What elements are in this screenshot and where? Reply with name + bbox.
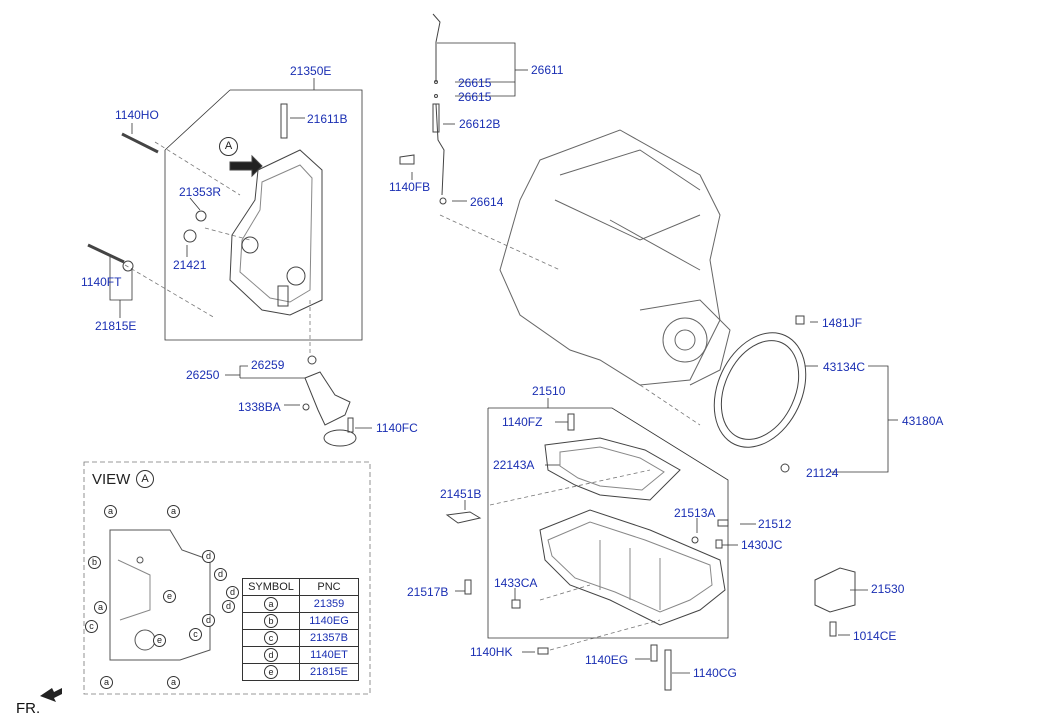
oil-strainer-shape [302, 355, 357, 447]
label-26615-lower[interactable]: 26615 [458, 90, 492, 104]
label-1140CG[interactable]: 1140CG [693, 666, 737, 680]
table-row: e 21815E [242, 663, 359, 681]
view-marker-d: d [202, 614, 215, 627]
bolt-1140HO-shape [121, 132, 159, 154]
seal-21421-shape [183, 229, 197, 243]
view-marker-a: a [104, 505, 117, 518]
label-1140FZ[interactable]: 1140FZ [502, 415, 543, 429]
label-1481JF[interactable]: 1481JF [822, 316, 863, 330]
label-21815E[interactable]: 21815E [95, 319, 137, 333]
front-direction-arrow-icon [40, 688, 62, 702]
label-43134C[interactable]: 43134C [823, 360, 866, 374]
cover-box-outline [164, 89, 363, 341]
label-21421[interactable]: 21421 [173, 258, 207, 272]
pnc-header: PNC [299, 578, 359, 596]
rear-seal-gasket-shape [713, 332, 807, 448]
symbol-cell: e [264, 665, 278, 679]
label-21451B[interactable]: 21451B [440, 487, 482, 501]
view-marker-e: e [163, 590, 176, 603]
label-21512[interactable]: 21512 [758, 517, 792, 531]
table-row: c 21357B [242, 629, 359, 647]
view-marker-d: d [202, 550, 215, 563]
label-26250[interactable]: 26250 [186, 368, 220, 382]
view-letter-circle: A [136, 470, 154, 488]
view-marker-d: d [222, 600, 235, 613]
view-title: VIEW [92, 471, 131, 488]
oil-pan-shape [539, 509, 726, 626]
symbol-header: SYMBOL [242, 578, 300, 596]
seal-21353R-shape [195, 210, 207, 222]
timing-cover-shape [229, 149, 323, 316]
table-row: a 21359 [242, 595, 359, 613]
label-1014CE[interactable]: 1014CE [853, 629, 897, 643]
symbol-cell: d [264, 648, 278, 662]
label-21510[interactable]: 21510 [532, 384, 566, 398]
view-marker-e: e [153, 634, 166, 647]
cover-21530-shape [814, 567, 856, 613]
label-21124[interactable]: 21124 [806, 466, 839, 480]
label-21517B[interactable]: 21517B [407, 585, 449, 599]
label-1140FC[interactable]: 1140FC [376, 421, 418, 435]
view-a-marker: A [219, 137, 238, 156]
label-1140FT[interactable]: 1140FT [81, 275, 122, 289]
label-21611B[interactable]: 21611B [307, 112, 348, 126]
label-26611[interactable]: 26611 [531, 63, 564, 77]
engine-block-shape [499, 129, 731, 386]
dipstick-shape [399, 13, 447, 205]
pnc-cell[interactable]: 1140EG [299, 612, 359, 630]
pin-21611B-shape [280, 103, 288, 139]
view-marker-c: c [85, 620, 98, 633]
label-1433CA[interactable]: 1433CA [494, 576, 538, 590]
symbol-cell: c [264, 631, 278, 645]
view-a-cover-outline [109, 529, 211, 661]
label-21513A[interactable]: 21513A [674, 506, 716, 520]
view-direction-arrow-icon [229, 154, 263, 178]
label-21350E[interactable]: 21350E [290, 64, 332, 78]
table-row: d 1140ET [242, 646, 359, 664]
label-1140FB[interactable]: 1140FB [389, 180, 431, 194]
label-1430JC[interactable]: 1430JC [741, 538, 783, 552]
pnc-cell[interactable]: 21359 [299, 595, 359, 613]
oil-pan-box-outline [487, 407, 729, 639]
label-1140HK[interactable]: 1140HK [470, 645, 513, 659]
label-26259[interactable]: 26259 [251, 358, 285, 372]
view-marker-a: a [100, 676, 113, 689]
label-21530[interactable]: 21530 [871, 582, 905, 596]
label-21353R[interactable]: 21353R [179, 185, 222, 199]
label-43180A[interactable]: 43180A [902, 414, 944, 428]
pnc-cell[interactable]: 21815E [299, 663, 359, 681]
label-1338BA[interactable]: 1338BA [238, 400, 281, 414]
view-marker-c: c [189, 628, 202, 641]
label-26612B[interactable]: 26612B [459, 117, 501, 131]
view-a-box [83, 461, 371, 695]
view-marker-d: d [226, 586, 239, 599]
view-marker-a: a [167, 505, 180, 518]
symbol-table: SYMBOL PNC a 21359 b 1140EG c 21357B d 1… [242, 578, 359, 681]
pan-gasket-shape [544, 437, 681, 501]
label-1140EG[interactable]: 1140EG [585, 653, 629, 667]
bolt-1140FT-shape [87, 243, 134, 272]
label-22143A[interactable]: 22143A [493, 458, 535, 472]
pnc-cell[interactable]: 21357B [299, 629, 359, 647]
baffle-21451B-shape [445, 511, 482, 524]
label-26614[interactable]: 26614 [470, 195, 504, 209]
symbol-cell: a [264, 597, 278, 611]
table-row: b 1140EG [242, 612, 359, 630]
view-marker-d: d [214, 568, 227, 581]
front-label: FR. [16, 700, 41, 717]
symbol-cell: b [264, 614, 278, 628]
label-26615-upper[interactable]: 26615 [458, 76, 492, 90]
view-marker-b: b [88, 556, 101, 569]
pnc-cell[interactable]: 1140ET [299, 646, 359, 664]
label-1140HO[interactable]: 1140HO [115, 108, 159, 122]
view-marker-a: a [94, 601, 107, 614]
view-marker-a: a [167, 676, 180, 689]
